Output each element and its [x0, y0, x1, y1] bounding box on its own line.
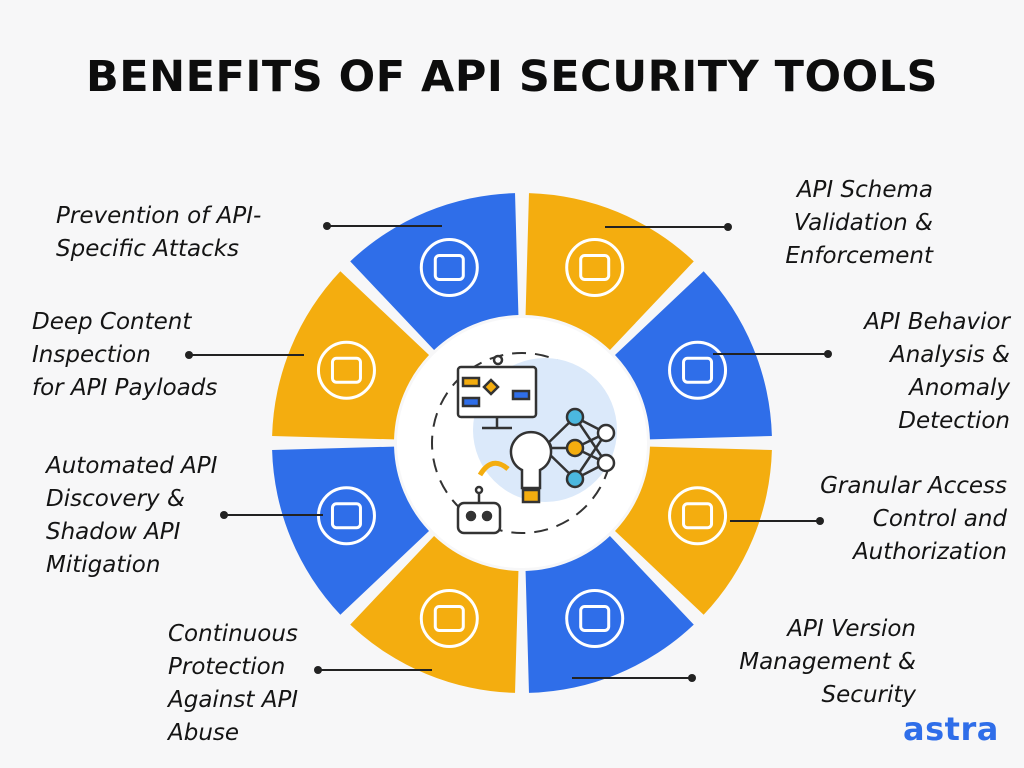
brain-bulb-icon [509, 430, 553, 504]
gear-bulb-icon [565, 589, 625, 649]
label-prevention: Prevention of API-Specific Attacks [56, 203, 262, 262]
flowchart-monitor-icon [456, 354, 538, 430]
connector-dot-discovery [220, 511, 228, 519]
shield-network-icon [565, 237, 625, 297]
connector-dot-behavior [824, 350, 832, 358]
segment-access [615, 446, 772, 615]
connector-dot-schema [724, 223, 732, 231]
phone-shield-icon [419, 589, 479, 649]
page-title: BENEFITS OF API SECURITY TOOLS [86, 52, 938, 102]
segment-inspection [272, 271, 429, 440]
team-target-icon [419, 237, 479, 297]
connector-dot-prevention [323, 222, 331, 230]
center-hub [397, 318, 647, 568]
browser-key-icon [668, 340, 728, 400]
connector-dot-continuous [314, 666, 322, 674]
analytics-board-icon [316, 340, 376, 400]
connector-dot-version [688, 674, 696, 682]
segment-discovery [272, 446, 429, 615]
robot-icon [456, 460, 510, 535]
connector-dot-access [816, 517, 824, 525]
cloud-database-icon [668, 486, 728, 546]
connector-dot-inspection [185, 351, 193, 359]
astra-logo: astra [903, 710, 999, 748]
segment-behavior [615, 271, 772, 440]
